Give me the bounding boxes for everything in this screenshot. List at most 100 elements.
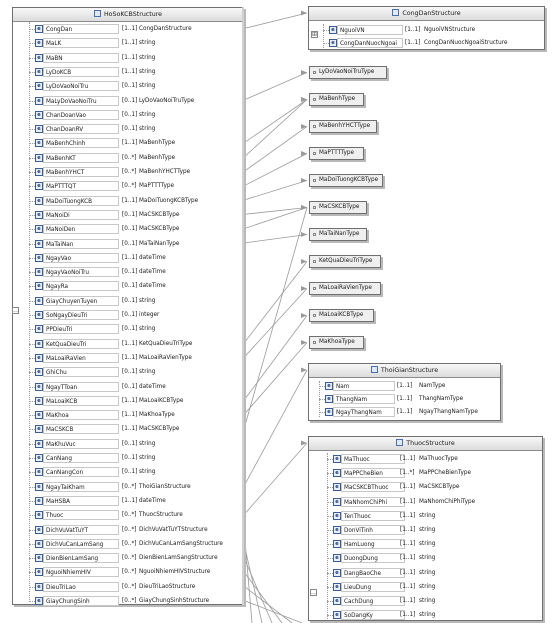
choice-icon[interactable]: ⊞ xyxy=(311,31,318,38)
element-type: LyDoVaoNoiTruType xyxy=(139,97,195,104)
element-icon: e xyxy=(35,268,43,277)
tree-branch xyxy=(29,529,35,531)
element-type: string xyxy=(139,455,156,461)
thoigian-structure-title: ThoiGianStructure xyxy=(380,367,439,374)
simple-type-box[interactable]: MaPTTTType xyxy=(309,147,364,160)
simple-type-box[interactable]: MaDoiTuongKCBType xyxy=(309,174,383,187)
type-connector xyxy=(243,342,308,415)
type-connector xyxy=(243,369,308,487)
simple-type-box[interactable]: KetQuaDieuTriType xyxy=(309,255,381,268)
collapse-toggle-main[interactable]: … xyxy=(12,307,19,314)
element-name: DieuTriLao xyxy=(43,581,119,592)
element-type: MaLoaiRaVienType xyxy=(139,354,192,361)
element-multiplicity: [1..1] xyxy=(122,354,138,361)
simple-type-box[interactable]: MaBenhYHCTType xyxy=(309,120,377,133)
tree-branch xyxy=(29,357,35,359)
element-icon: e xyxy=(35,454,43,462)
simple-type-box[interactable]: LyDoVaoNoiTruType xyxy=(309,66,387,79)
simple-type-box[interactable]: MaLoaiRaVienType xyxy=(309,282,381,295)
element-multiplicity: [0..1] xyxy=(122,226,138,233)
element-type: string xyxy=(419,555,436,562)
simple-type-box[interactable]: MaCSKCBType xyxy=(309,201,367,214)
simple-type-box[interactable]: MaBenhType xyxy=(309,93,364,106)
tree-branch xyxy=(29,43,35,45)
simple-type-box[interactable]: MaTaiNanType xyxy=(309,228,367,241)
element-type: string xyxy=(139,68,156,75)
simple-type-box[interactable]: MaKhoaType xyxy=(309,336,364,349)
tree-branch xyxy=(327,601,333,602)
collapse-toggle-thuoc[interactable]: … xyxy=(310,589,317,596)
element-type: string xyxy=(419,612,436,619)
element-multiplicity: [0..1] xyxy=(122,440,138,447)
type-connector xyxy=(243,585,293,623)
main-scrollbar[interactable] xyxy=(242,7,244,605)
thuoc-structure-header: ThuocStructure xyxy=(309,437,542,451)
element-multiplicity: [1..1] xyxy=(400,512,416,519)
element-icon: e xyxy=(35,25,43,33)
element-multiplicity: [0..1] xyxy=(122,97,138,104)
simple-type-box[interactable]: MaLoaiKCBType xyxy=(309,309,374,322)
element-type: dateTime xyxy=(139,269,166,276)
tree-branch xyxy=(29,586,35,588)
element-multiplicity: [0..1] xyxy=(122,240,138,247)
